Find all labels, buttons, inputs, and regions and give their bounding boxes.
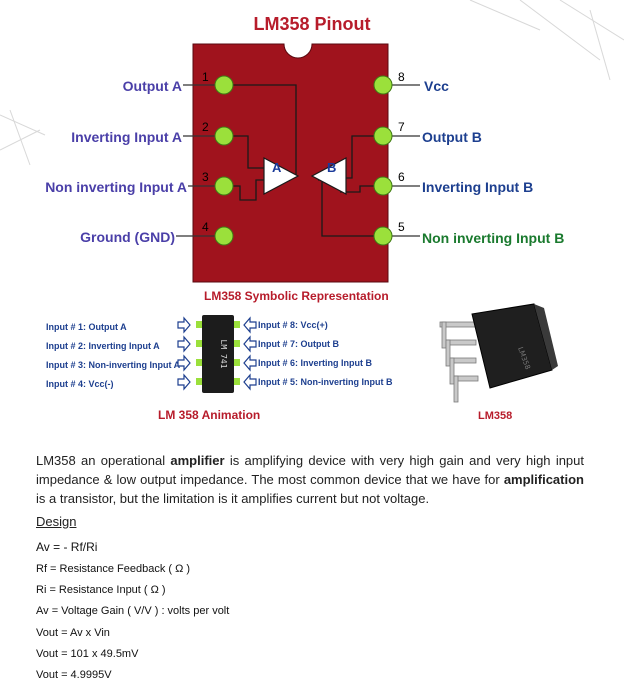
pin-dot-8 [373, 75, 393, 95]
description-text-2: is amplifying device with very high gain… [36, 453, 585, 487]
anim-right-arrows [243, 316, 257, 391]
pin-label-7: Output B [422, 129, 482, 145]
formula-line-5: Vout = 101 x 49.5mV [36, 648, 139, 660]
chip-photo: LM358 [439, 303, 558, 403]
design-heading: Design [36, 514, 77, 529]
pin-number-1: 1 [202, 70, 209, 84]
arrow-left-icon [243, 335, 257, 353]
anim-right-label-4: Input # 5: Non-inverting Input B [258, 377, 393, 387]
pin-number-8: 8 [398, 70, 405, 84]
description-paragraph: LM358 an operational amplifier is amplif… [36, 451, 584, 508]
chip-body [192, 43, 389, 283]
arrow-right-icon [177, 354, 191, 372]
pin-dot-1 [214, 75, 234, 95]
arrow-left-icon [243, 316, 257, 334]
description-bold-amplifier: amplifier [170, 453, 225, 468]
pin-label-3: Non inverting Input A [45, 179, 187, 195]
pin-label-5: Non inverting Input B [422, 230, 565, 246]
arrow-right-icon [177, 316, 191, 334]
pin-number-6: 6 [398, 170, 405, 184]
pinout-diagram: A B [176, 43, 420, 283]
formula-line-3: Av = Voltage Gain ( V/V ) : volts per vo… [36, 605, 230, 617]
amp-a-label: A [272, 160, 282, 175]
anim-chip-text: LM 741 [219, 340, 228, 369]
pin-label-6: Inverting Input B [422, 179, 534, 195]
pin-number-4: 4 [202, 220, 209, 234]
anim-left-label-2: Input # 2: Inverting Input A [46, 341, 160, 351]
anim-left-label-1: Input # 1: Output A [46, 322, 127, 332]
photo-caption: LM358 [478, 410, 513, 422]
arrow-left-icon [243, 373, 257, 391]
description-bold-amplification: amplification [503, 472, 584, 487]
pin-label-8: Vcc [424, 78, 449, 94]
pin-dot-6 [373, 176, 393, 196]
anim-left-arrows [177, 316, 191, 391]
anim-left-label-3: Input # 3: Non-inverting Input A [46, 360, 181, 370]
description-text-1: LM358 an operational [36, 453, 171, 468]
formula-line-4: Vout = Av x Vin [36, 627, 110, 639]
pin-number-2: 2 [202, 120, 209, 134]
pin-dot-3 [214, 176, 234, 196]
formula-line-6: Vout = 4.9995V [36, 669, 112, 681]
pin-dot-4 [214, 226, 234, 246]
pin-dot-2 [214, 126, 234, 146]
description-text-3: is a transistor, but the limitation is i… [36, 491, 430, 506]
formula-line-1: Rf = Resistance Feedback ( Ω ) [36, 563, 191, 575]
arrow-left-icon [243, 354, 257, 372]
anim-left-label-4: Input # 4: Vcc(-) [46, 379, 114, 389]
arrow-right-icon [177, 373, 191, 391]
pin-label-4: Ground (GND) [80, 229, 175, 245]
amp-a-triangle [263, 157, 300, 195]
anim-chip: LM 741 [177, 315, 257, 393]
pin-number-3: 3 [202, 170, 209, 184]
pin-label-2: Inverting Input A [71, 129, 182, 145]
pin-number-5: 5 [398, 220, 405, 234]
formula-line-2: Ri = Resistance Input ( Ω ) [36, 584, 166, 596]
anim-right-label-2: Input # 7: Output B [258, 339, 339, 349]
pin-dot-5 [373, 226, 393, 246]
pin-dot-7 [373, 126, 393, 146]
animation-caption: LM 358 Animation [158, 408, 261, 422]
pin-number-7: 7 [398, 120, 405, 134]
pin-label-1: Output A [122, 78, 182, 94]
pinout-title: LM358 Pinout [253, 14, 371, 34]
symbolic-caption: LM358 Symbolic Representation [204, 289, 389, 303]
amp-b-label: B [327, 160, 336, 175]
anim-right-label-3: Input # 6: Inverting Input B [258, 358, 372, 368]
arrow-right-icon [177, 335, 191, 353]
anim-right-label-1: Input # 8: Vcc(+) [258, 320, 328, 330]
gain-formula: Av = - Rf/Ri [36, 540, 98, 554]
amp-b-triangle [310, 157, 347, 195]
